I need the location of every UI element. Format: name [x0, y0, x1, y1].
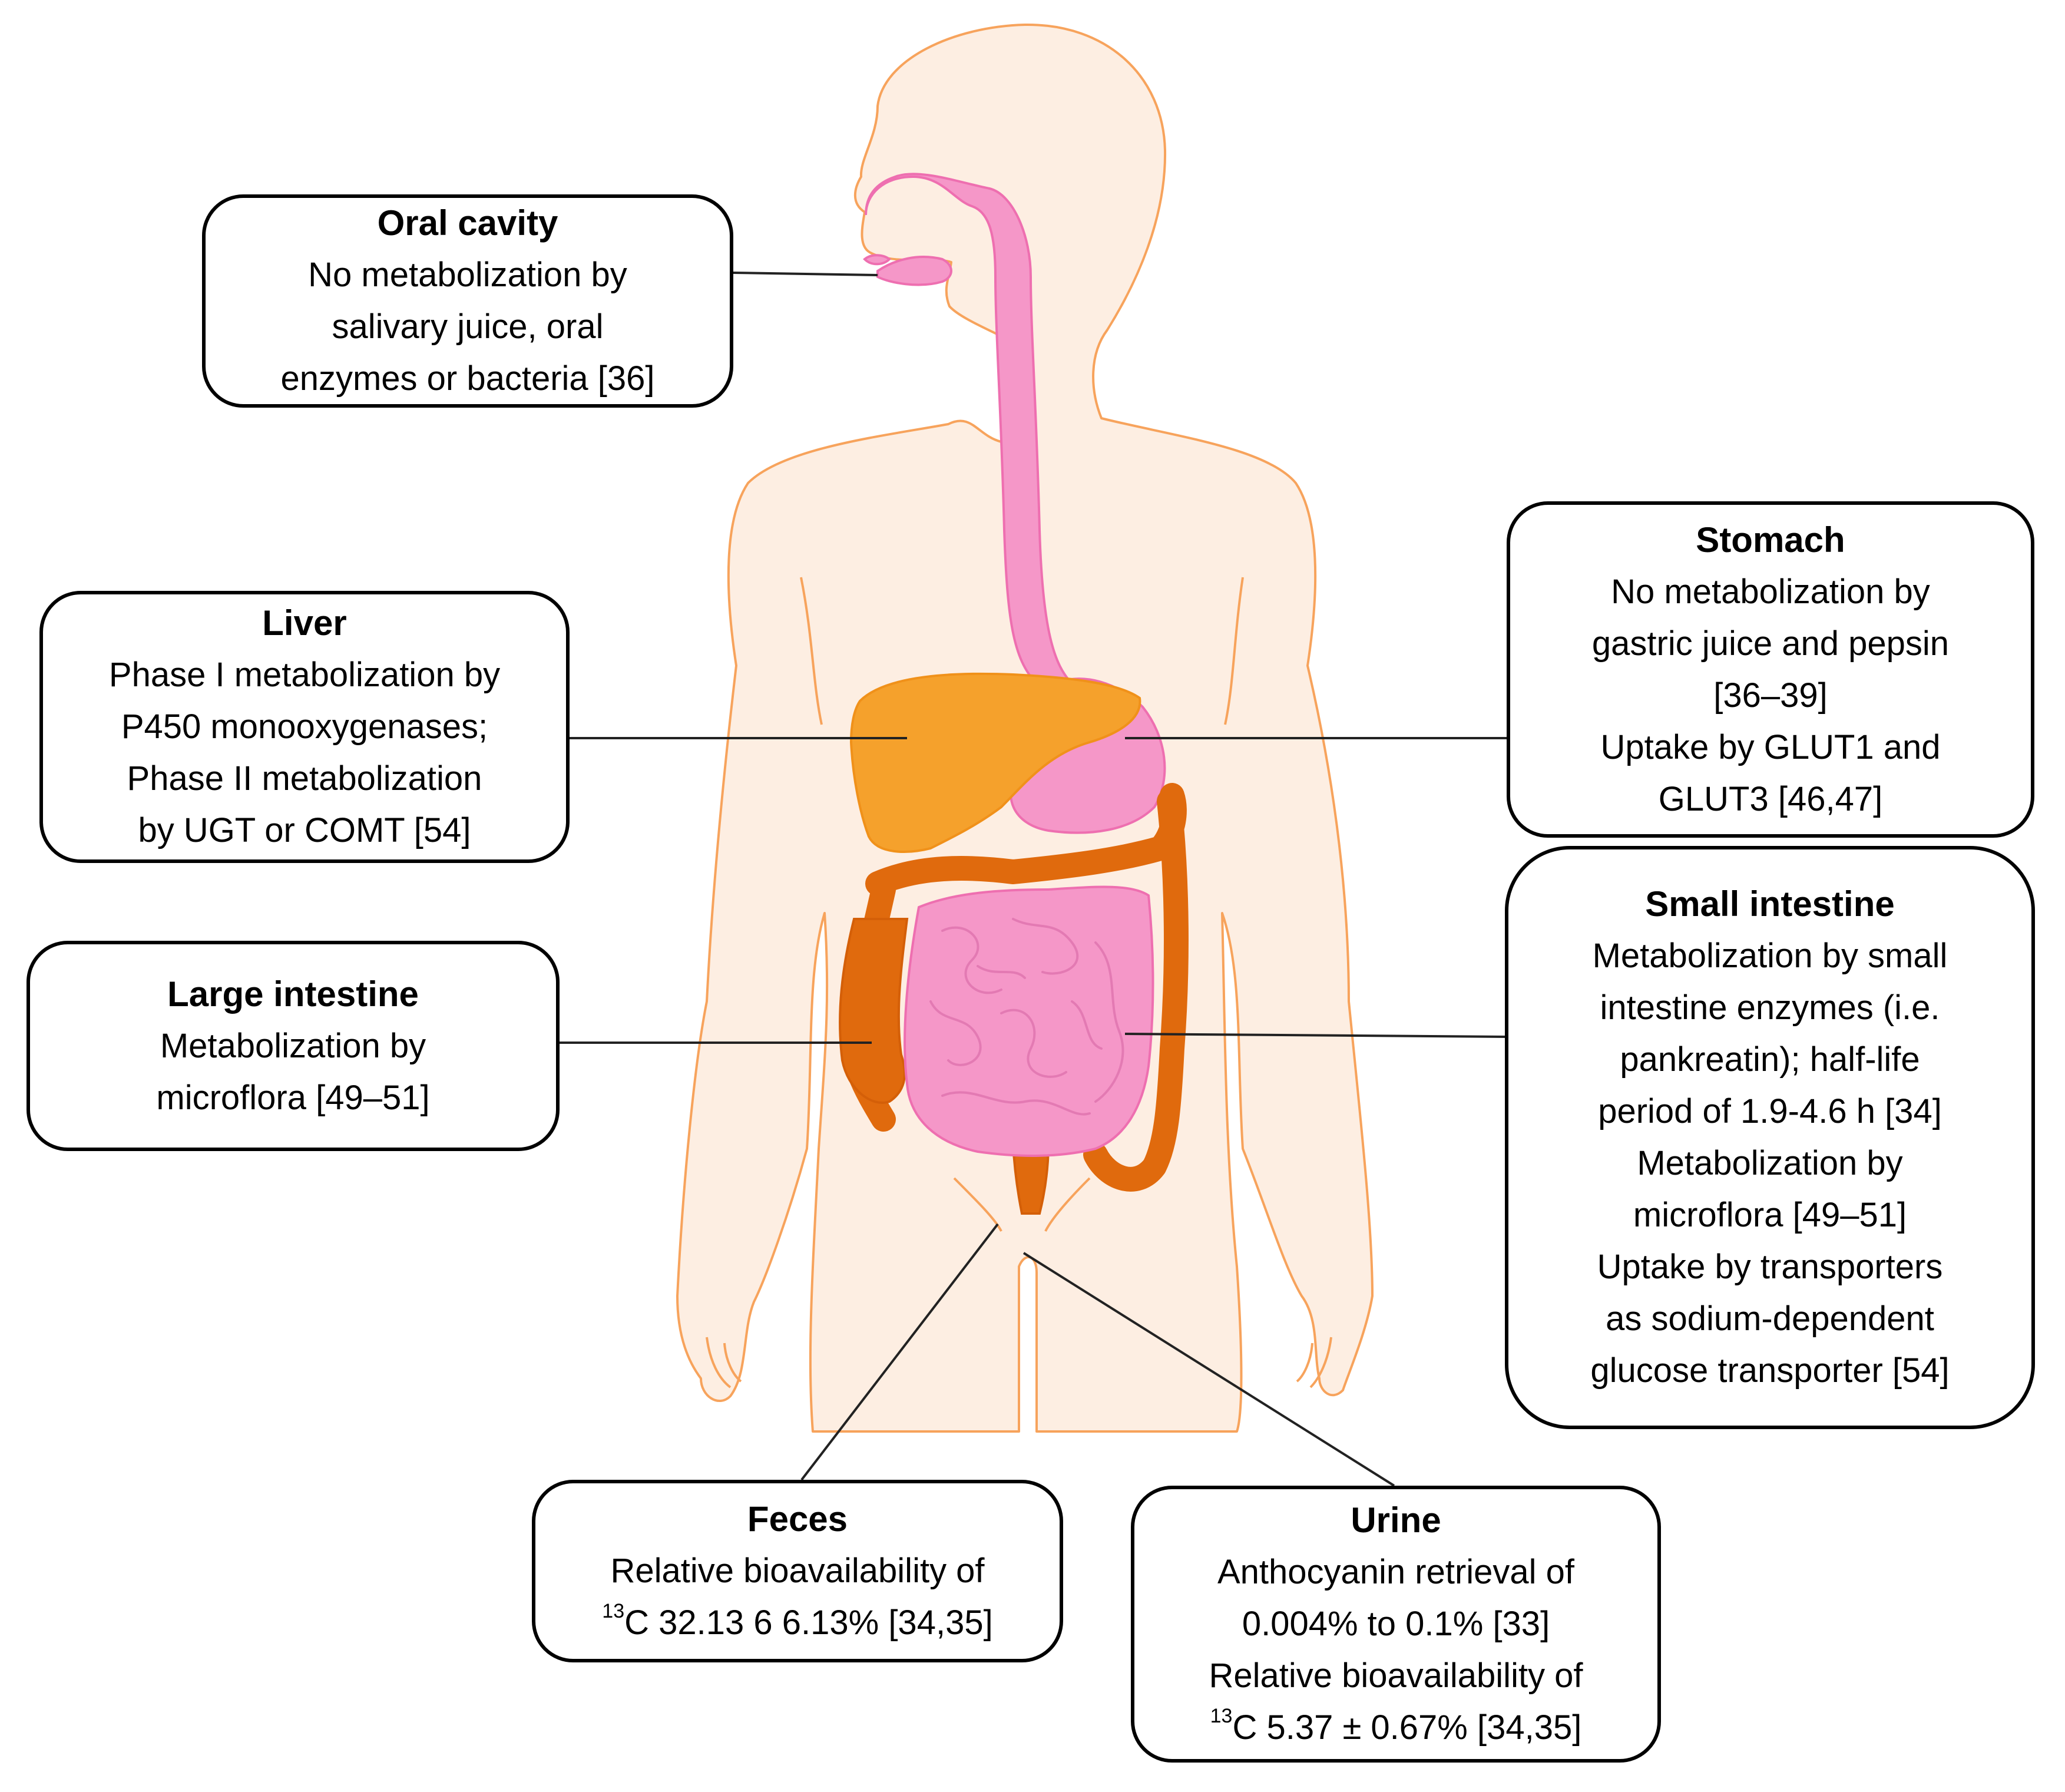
- urine-line: Anthocyanin retrieval of: [1217, 1553, 1575, 1591]
- large-intestine-line: microflora [49–51]: [156, 1078, 430, 1117]
- liver-line: Phase I metabolization by: [108, 656, 501, 694]
- torso-contour-left: [800, 577, 823, 725]
- rectum: [1011, 1142, 1050, 1215]
- small-intestine-line: as sodium-dependent: [1606, 1300, 1934, 1338]
- stomach-line: [36–39]: [1713, 676, 1828, 715]
- oral-cavity-line: enzymes or bacteria [36]: [280, 359, 655, 398]
- large-intestine-line: Metabolization by: [160, 1026, 426, 1065]
- feces-line-isotope: 13C 32.13 6 6.13% [34,35]: [602, 1597, 992, 1649]
- feces-callout: Feces Relative bioavailability of 13C 32…: [532, 1480, 1063, 1662]
- pelvis-line: [953, 1177, 1091, 1232]
- lip-upper: [863, 254, 891, 266]
- intestinal-loops: [929, 918, 1124, 1116]
- large-intestine-callout: Large intestine Metabolization by microf…: [27, 941, 560, 1151]
- urine-line: Relative bioavailability of: [1209, 1657, 1583, 1695]
- stomach-title: Stomach: [1696, 520, 1845, 560]
- small-intestine-callout: Small intestine Metabolization by small …: [1505, 846, 2035, 1429]
- leader-line-small-intestine: [1124, 1033, 1507, 1038]
- small-intestine-line: intestine enzymes (i.e.: [1600, 988, 1940, 1027]
- digestive-tract: [839, 173, 1189, 1215]
- oral-cavity-title: Oral cavity: [377, 203, 558, 243]
- small-intestine-line: Uptake by transporters: [1597, 1248, 1943, 1286]
- stomach-callout: Stomach No metabolization by gastric jui…: [1507, 501, 2034, 838]
- right-hand-fingers: [1296, 1337, 1332, 1388]
- leader-line-feces: [800, 1223, 999, 1481]
- oral-cavity-line: salivary juice, oral: [332, 308, 604, 346]
- feces-title: Feces: [747, 1499, 848, 1539]
- stomach-line: GLUT3 [46,47]: [1658, 779, 1883, 818]
- liver-line: P450 monooxygenases;: [121, 707, 488, 746]
- liver: [849, 672, 1141, 853]
- oral-cavity-callout: Oral cavity No metabolization by salivar…: [202, 194, 733, 408]
- liver-title: Liver: [262, 603, 347, 643]
- feces-line: Relative bioavailability of: [610, 1552, 985, 1590]
- leader-lines: [558, 272, 1508, 1487]
- liver-line: by UGT or COMT [54]: [138, 811, 471, 849]
- torso-contour-right: [1224, 577, 1244, 725]
- feces-bioavailability-value: C 32.13 6 6.13% [34,35]: [624, 1603, 993, 1642]
- stomach-line: gastric juice and pepsin: [1591, 624, 1950, 663]
- urine-line-isotope: 13C 5.37 ± 0.67% [34,35]: [1210, 1702, 1582, 1754]
- urine-title: Urine: [1351, 1500, 1441, 1540]
- small-intestine-title: Small intestine: [1645, 884, 1895, 924]
- tongue: [876, 256, 952, 286]
- urine-line: 0.004% to 0.1% [33]: [1242, 1605, 1550, 1643]
- isotope-superscript: 13: [1210, 1705, 1233, 1727]
- urine-callout: Urine Anthocyanin retrieval of 0.004% to…: [1131, 1486, 1661, 1763]
- small-intestine-line: glucose transporter [54]: [1590, 1351, 1950, 1390]
- stomach-line: No metabolization by: [1611, 572, 1930, 611]
- small-intestine-line: period of 1.9-4.6 h [34]: [1598, 1092, 1942, 1130]
- leader-line-urine: [1022, 1252, 1395, 1487]
- small-intestine-line: Metabolization by: [1637, 1144, 1903, 1182]
- small-intestine-line: pankreatin); half-life: [1620, 1040, 1920, 1079]
- stomach-line: Uptake by GLUT1 and: [1600, 728, 1941, 766]
- isotope-superscript: 13: [602, 1600, 625, 1622]
- small-intestine-line: microflora [49–51]: [1633, 1196, 1907, 1234]
- liver-callout: Liver Phase I metabolization by P450 mon…: [39, 591, 570, 863]
- ascending-colon-haustra: [839, 918, 909, 1104]
- urine-bioavailability-value: C 5.37 ± 0.67% [34,35]: [1232, 1708, 1582, 1747]
- oral-cavity-line: No metabolization by: [308, 256, 627, 294]
- small-intestine: [904, 885, 1154, 1157]
- leader-line-oral: [733, 272, 878, 276]
- liver-line: Phase II metabolization: [127, 759, 482, 798]
- left-hand-fingers: [706, 1337, 742, 1388]
- small-intestine-line: Metabolization by small: [1592, 937, 1948, 975]
- large-intestine-title: Large intestine: [167, 974, 419, 1014]
